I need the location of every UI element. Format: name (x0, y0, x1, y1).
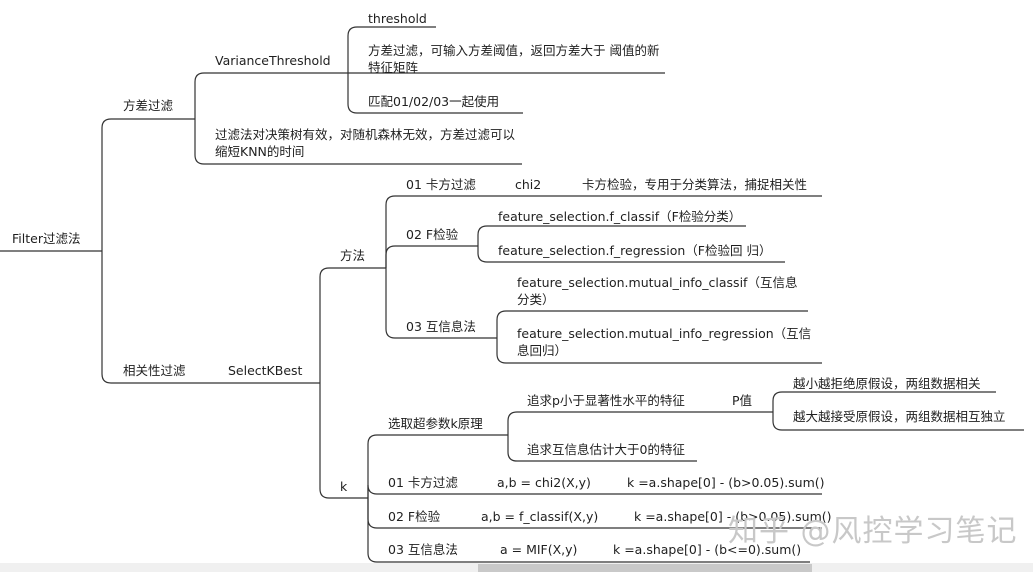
p-feature-node: 追求p小于显著性水平的特征 (527, 393, 685, 408)
k-mi-code: a = MIF(X,y) (500, 542, 578, 557)
mi-feature-node: 追求互信息估计大于0的特征 (527, 442, 685, 457)
f-regression-node: feature_selection.f_regression（F检验回 归） (498, 243, 772, 258)
scrollbar-thumb[interactable] (478, 564, 812, 572)
mi-classif-node: feature_selection.mutual_info_classif（互信… (517, 275, 798, 307)
chi-method-label: 01 卡方过滤 (406, 177, 476, 192)
f-method-label: 02 F检验 (406, 227, 459, 242)
selectkbest-node: SelectKBest (228, 363, 303, 378)
f-classif-node: feature_selection.f_classif（F检验分类） (498, 209, 742, 224)
mi-regression-node: feature_selection.mutual_info_regression… (517, 326, 812, 358)
k-node: k (340, 479, 348, 494)
p-small-node: 越小越拒绝原假设，两组数据相关 (793, 376, 981, 391)
watermark: 知乎 @风控学习笔记 (728, 514, 1018, 549)
p-large-node: 越大越接受原假设，两组数据相互独立 (793, 409, 1006, 424)
method-node: 方法 (340, 248, 366, 263)
correlation-filter-node: 相关性过滤 (123, 363, 186, 378)
mi-method-label: 03 互信息法 (406, 319, 476, 334)
variance-note-node: 过滤法对决策树有效，对随机森林无效，方差过滤可以缩短KNN的时间 (215, 127, 516, 159)
root-node: Filter过滤法 (12, 231, 81, 246)
k-mi-label: 03 互信息法 (388, 542, 458, 557)
variance-threshold-node: VarianceThreshold (215, 53, 331, 68)
variance-filter-node: 方差过滤 (123, 98, 174, 113)
p-value-node: P值 (732, 393, 753, 408)
threshold-node: threshold (368, 11, 427, 26)
k-chi-code: a,b = chi2(X,y) (497, 475, 591, 490)
k-f-formula: k =a.shape[0] - (b>0.05).sum() (634, 509, 832, 524)
k-chi-label: 01 卡方过滤 (388, 475, 458, 490)
variance-desc-node: 方差过滤，可输入方差阈值，返回方差大于 阈值的新特征矩阵 (368, 43, 660, 75)
match-node: 匹配01/02/03一起使用 (368, 94, 500, 109)
k-mi-formula: k =a.shape[0] - (b<=0).sum() (613, 542, 802, 557)
k-f-label: 02 F检验 (388, 509, 441, 524)
k-f-code: a,b = f_classif(X,y) (481, 509, 599, 524)
chi-desc: 卡方检验，专用于分类算法，捕捉相关性 (582, 177, 808, 192)
k-chi-formula: k =a.shape[0] - (b>0.05).sum() (627, 475, 825, 490)
principle-node: 选取超参数k原理 (388, 416, 483, 431)
chi-func: chi2 (515, 177, 542, 192)
